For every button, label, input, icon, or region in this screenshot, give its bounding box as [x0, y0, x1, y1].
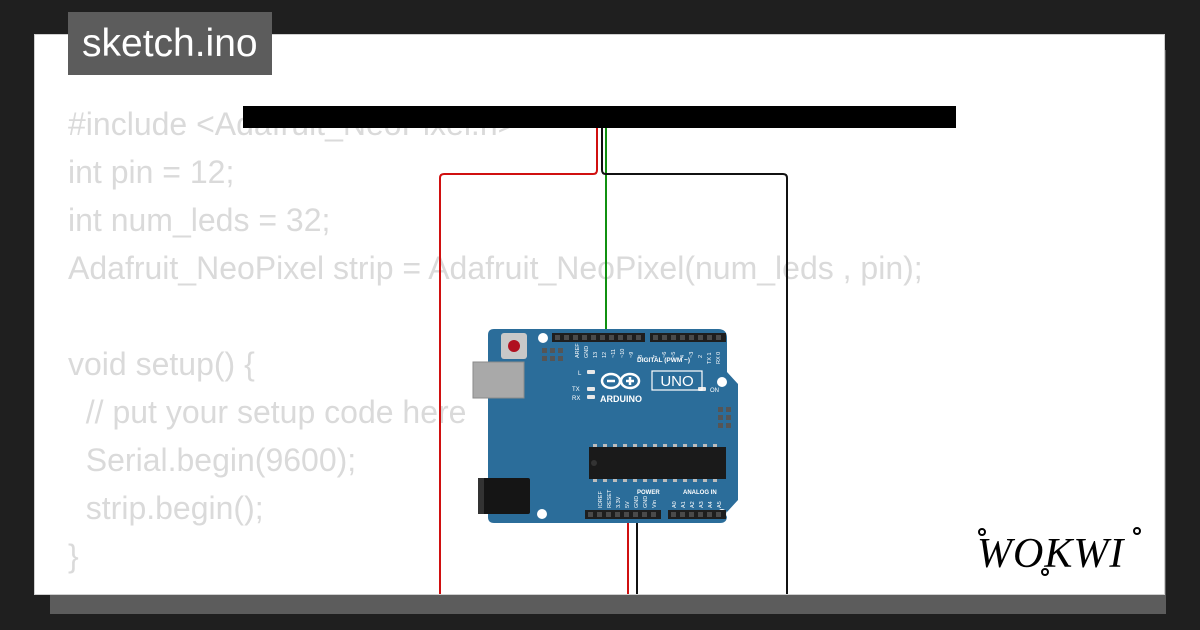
arduino-uno-board[interactable]: UNO ARDUINO DIGITAL (PWM ~) L TX RX ON P…	[472, 329, 738, 523]
code-line-6: void setup() {	[68, 346, 255, 382]
code-line-3: int num_leds = 32;	[68, 202, 331, 238]
icsp-header-2	[718, 407, 731, 428]
pin-label-11: ~11	[611, 349, 617, 358]
led-strip[interactable]	[243, 106, 956, 128]
wokwi-logo-text: WOKWI	[977, 531, 1125, 577]
digital-header-2	[650, 333, 726, 342]
led-tx	[587, 387, 595, 391]
pin-label-aref: AREF	[575, 343, 581, 358]
digital-header-pins	[555, 335, 721, 340]
analog-label: ANALOG IN	[683, 490, 717, 496]
pin-label-10: ~10	[620, 349, 626, 358]
pin-label-0: RX 0	[716, 352, 722, 364]
pin-label-5: ~5	[671, 352, 677, 358]
atmega-chip	[589, 447, 726, 479]
arduino-logo-icon	[600, 372, 641, 390]
pin-label-6: ~6	[662, 352, 668, 358]
analog-header	[668, 510, 726, 519]
uno-label-box	[651, 370, 703, 391]
pin-label-ioref: IOREF	[598, 491, 604, 508]
wire-red-vcc[interactable]	[439, 128, 598, 594]
mounting-hole	[538, 333, 548, 343]
led-tx-label: TX	[572, 387, 580, 393]
power-jack	[478, 478, 530, 514]
led-l	[587, 370, 595, 374]
pin-label-gnd-1: GND	[634, 496, 640, 508]
pin-label-a4: A4	[708, 501, 714, 508]
wires	[439, 128, 788, 594]
wokwi-logo[interactable]: WOKWI	[975, 522, 1151, 578]
code-line-10: }	[68, 538, 79, 574]
pin-label-8: 8	[638, 355, 644, 358]
pin-label-gnd: GND	[584, 346, 590, 358]
pin-label-4: 4	[680, 355, 686, 358]
digital-header-1	[552, 333, 645, 342]
pin-label-a5: A5	[717, 501, 723, 508]
top-pin-labels: AREF GND 13 12 ~11 ~10 ~9 8 7 ~6 ~5 4 ~3…	[575, 343, 722, 364]
led-on-label: ON	[710, 388, 719, 394]
pin-label-9: ~9	[629, 352, 635, 358]
usb-connector	[472, 361, 525, 399]
code-line-2: int pin = 12;	[68, 154, 235, 190]
pin-label-13: 13	[593, 352, 599, 358]
power-label: POWER	[637, 490, 660, 496]
code-line-7: // put your setup code here	[68, 394, 467, 430]
logo-dot-icons	[978, 527, 1141, 576]
pin-label-a3: A3	[699, 501, 705, 508]
wire-black-gnd[interactable]	[601, 128, 788, 594]
code-line-8: Serial.begin(9600);	[68, 442, 357, 478]
pin-label-3v3: 3.3V	[616, 496, 622, 508]
led-l-label: L	[578, 371, 582, 377]
power-header	[585, 510, 661, 519]
pin-label-3: ~3	[689, 352, 695, 358]
pin-label-vin: Vin	[652, 500, 658, 508]
mounting-hole	[717, 377, 727, 387]
chip-notch	[591, 460, 597, 466]
digital-label: DIGITAL (PWM ~)	[637, 357, 690, 364]
pin-label-7: 7	[653, 355, 659, 358]
led-rx	[587, 395, 595, 399]
pin-label-1: TX 1	[707, 352, 713, 364]
pin-label-a2: A2	[690, 501, 696, 508]
power-jack-rim	[478, 478, 484, 514]
pin-label-reset: RESET	[607, 489, 613, 508]
pin-label-gnd-2: GND	[643, 496, 649, 508]
code-line-9: strip.begin();	[68, 490, 264, 526]
pin-label-12: 12	[602, 352, 608, 358]
chip-pins	[593, 444, 717, 482]
pin-label-5v: 5V	[625, 501, 631, 508]
icsp-header	[542, 348, 563, 361]
file-tab[interactable]: sketch.ino	[68, 12, 272, 75]
pin-label-a0: A0	[672, 501, 678, 508]
led-rx-label: RX	[572, 396, 580, 402]
bottom-pin-labels: IOREF RESET 3.3V 5V GND GND Vin A0 A1 A2…	[598, 489, 723, 508]
mounting-hole	[537, 509, 547, 519]
uno-label: UNO	[660, 373, 693, 390]
arduino-brand: ARDUINO	[600, 394, 642, 404]
bottom-header-pins	[588, 512, 721, 517]
code-line-4: Adafruit_NeoPixel strip = Adafruit_NeoPi…	[68, 250, 923, 286]
reset-button[interactable]	[508, 340, 520, 352]
pin-label-2: 2	[698, 355, 704, 358]
pin-label-a1: A1	[681, 501, 687, 508]
